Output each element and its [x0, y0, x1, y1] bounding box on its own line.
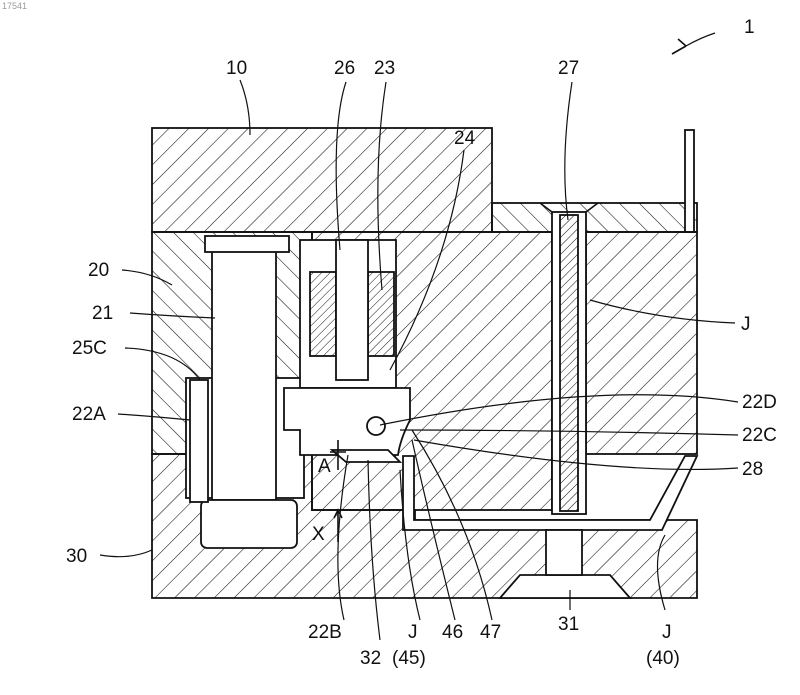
label-22A: 22A — [72, 404, 106, 425]
label-31: 31 — [558, 614, 579, 635]
outlet-stem — [546, 530, 582, 575]
plug-bottom — [201, 500, 297, 548]
top-plate-10 — [152, 128, 492, 232]
figure-number: 17541 — [2, 1, 27, 11]
label-21: 21 — [92, 303, 113, 324]
upper-right-post — [685, 130, 694, 232]
label-30: 30 — [66, 546, 87, 567]
label-32: 32 — [360, 648, 381, 669]
valve-rod-21 — [212, 250, 276, 500]
label-A: A — [318, 456, 331, 477]
label-25C: 25C — [72, 338, 107, 359]
label-10: 10 — [226, 58, 247, 79]
label-24: 24 — [454, 128, 476, 149]
label-28: 28 — [742, 459, 763, 480]
label-22D: 22D — [742, 392, 777, 413]
valve-chamber-24 — [284, 388, 410, 455]
label-22C: 22C — [742, 425, 777, 446]
body-right — [586, 232, 697, 454]
label-20: 20 — [88, 260, 109, 281]
label-J-top: J — [741, 314, 751, 335]
port-22D — [367, 417, 385, 435]
label-27: 27 — [558, 58, 579, 79]
core-26 — [336, 240, 368, 380]
coil-left — [310, 272, 336, 356]
label-40: (40) — [646, 648, 680, 669]
label-1: 1 — [744, 17, 755, 38]
label-J-40: J — [662, 622, 672, 643]
rod-cap — [205, 236, 289, 252]
label-22B: 22B — [308, 622, 342, 643]
label-26: 26 — [334, 58, 355, 79]
outlet-31 — [500, 575, 630, 598]
label-47: 47 — [480, 622, 501, 643]
label-23: 23 — [374, 58, 395, 79]
upper-right-block — [492, 203, 697, 232]
label-J-45: J — [408, 622, 418, 643]
label-45: (45) — [392, 648, 426, 669]
seal-22A — [190, 380, 208, 502]
label-X: X — [312, 524, 325, 545]
channel-27-fill — [560, 215, 578, 511]
label-46: 46 — [442, 622, 463, 643]
